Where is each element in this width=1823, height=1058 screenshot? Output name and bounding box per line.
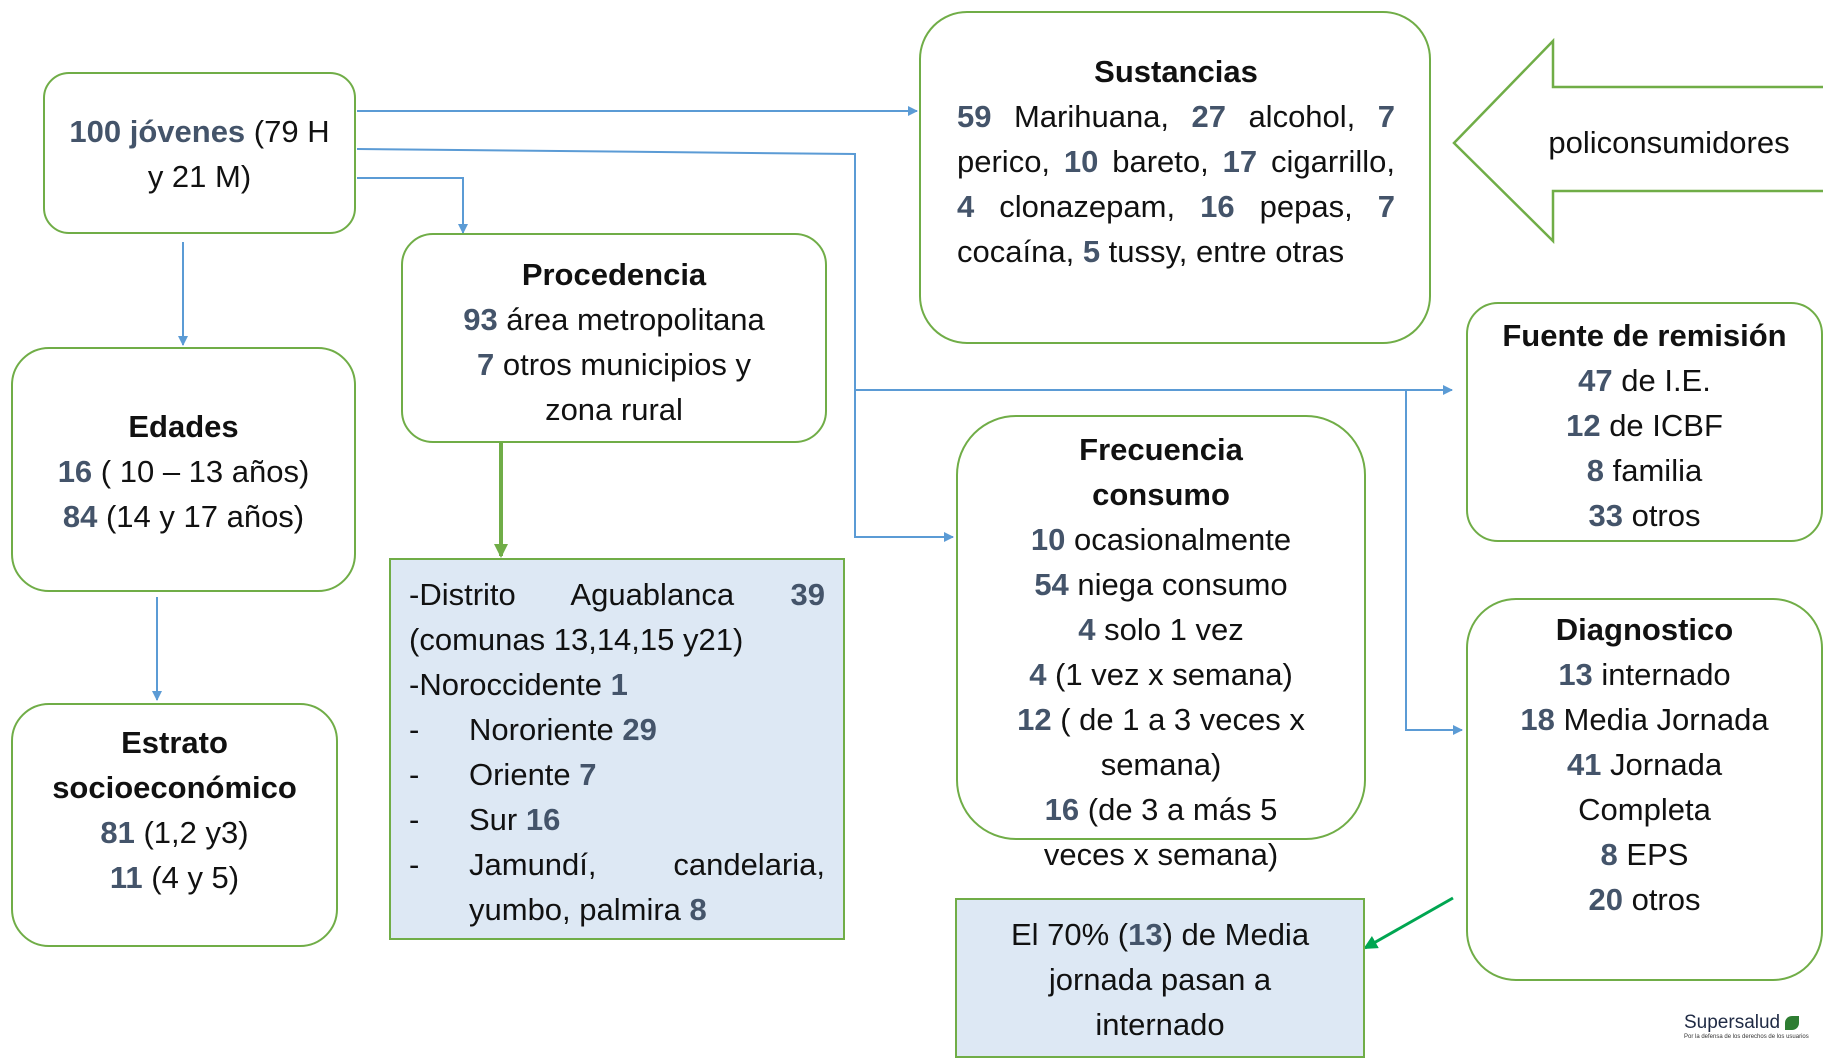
frecuencia-row: 16 (de 3 a más 5 veces x semana) bbox=[1043, 792, 1279, 872]
jovenes-count: 100 jóvenes bbox=[69, 114, 246, 149]
fuente-row: 12 de ICBF bbox=[1566, 408, 1723, 443]
arrow-jovenes-branch bbox=[356, 148, 954, 542]
diagnostico-box: Diagnostico 13 internado 18 Media Jornad… bbox=[1466, 598, 1823, 981]
distrito-aguablanca-comunas: (comunas 13,14,15 y21) bbox=[409, 622, 744, 657]
diagnostico-row: 41 Jornada Completa bbox=[1566, 747, 1723, 827]
arrow-diagnostico-to-nota bbox=[1363, 896, 1454, 950]
jovenes-box: 100 jóvenes (79 H y 21 M) bbox=[43, 72, 356, 234]
policonsumidores-label: policonsumidores bbox=[1548, 125, 1790, 160]
frecuencia-row: 54 niega consumo bbox=[1034, 567, 1288, 602]
edades-row: 84 (14 y 17 años) bbox=[62, 499, 305, 534]
procedencia-row: 7 otros municipios y zona rural bbox=[477, 347, 751, 427]
sustancias-title: Sustancias bbox=[1094, 54, 1258, 89]
frecuencia-row: 4 solo 1 vez bbox=[1078, 612, 1244, 647]
diagnostico-title: Diagnostico bbox=[1555, 612, 1734, 647]
estrato-title-2: socioeconómico bbox=[52, 770, 297, 805]
arrow-to-diagnostico bbox=[1405, 390, 1463, 735]
diagnostico-row: 13 internado bbox=[1558, 657, 1731, 692]
edades-box: Edades 16 ( 10 – 13 años) 84 (14 y 17 añ… bbox=[11, 347, 356, 592]
frecuencia-row: 10 ocasionalmente bbox=[1030, 522, 1292, 557]
policonsumidores-arrow-shape bbox=[1452, 37, 1823, 244]
frecuencia-row: 12 ( de 1 a 3 veces x semana) bbox=[1017, 702, 1305, 782]
procedencia-box: Procedencia 93 área metropolitana 7 otro… bbox=[401, 233, 827, 443]
leaf-icon bbox=[1785, 1015, 1800, 1030]
fuente-box: Fuente de remisión 47 de I.E. 12 de ICBF… bbox=[1466, 302, 1823, 542]
fuente-row: 33 otros bbox=[1588, 498, 1701, 533]
edades-title: Edades bbox=[128, 409, 239, 444]
fuente-row: 47 de I.E. bbox=[1578, 363, 1711, 398]
distrito-noroccidente: -Noroccidente 1 bbox=[409, 667, 628, 702]
fuente-title: Fuente de remisión bbox=[1502, 318, 1787, 353]
diagnostico-row: 8 EPS bbox=[1600, 837, 1689, 872]
distrito-item: -Nororiente 29 bbox=[409, 712, 657, 747]
distrito-item: -Oriente 7 bbox=[409, 757, 597, 792]
distrito-item: -Jamundí, candelaria, yumbo, palmira 8 bbox=[409, 847, 825, 927]
frecuencia-box: Frecuencia consumo 10 ocasionalmente 54 … bbox=[956, 415, 1366, 872]
arrow-jovenes-to-procedencia bbox=[357, 177, 468, 234]
estrato-title: Estrato bbox=[121, 725, 228, 760]
supersalud-logo-text: Supersalud bbox=[1684, 1012, 1781, 1033]
distrito-item: -Sur 16 bbox=[409, 802, 561, 837]
sustancias-box: Sustancias 59 Marihuana, 27 alcohol, 7 p… bbox=[919, 11, 1431, 344]
distritos-box: -Distrito Aguablanca 39 (comunas 13,14,1… bbox=[389, 558, 845, 940]
estrato-box: Estrato socioeconómico 81 (1,2 y3) 11 (4… bbox=[11, 703, 338, 947]
procedencia-title: Procedencia bbox=[521, 257, 707, 292]
estrato-row: 11 (4 y 5) bbox=[109, 860, 240, 895]
fuente-row: 8 familia bbox=[1586, 453, 1703, 488]
procedencia-row: 93 área metropolitana bbox=[463, 302, 765, 337]
supersalud-logo: Supersalud Por la defensa de los derecho… bbox=[1684, 1012, 1809, 1040]
diagnostico-row: 20 otros bbox=[1588, 882, 1701, 917]
nota-box: El 70% (13) de Media jornada pasan a int… bbox=[955, 898, 1365, 1058]
frecuencia-row: 4 (1 vez x semana) bbox=[1029, 657, 1293, 692]
edades-row: 16 ( 10 – 13 años) bbox=[57, 454, 310, 489]
sustancias-list: 59 Marihuana, 27 alcohol, 7 perico, 10 b… bbox=[957, 99, 1395, 269]
distrito-aguablanca: -Distrito Aguablanca 39 bbox=[409, 577, 825, 612]
estrato-row: 81 (1,2 y3) bbox=[100, 815, 249, 850]
jovenes-text: (79 H y 21 M) bbox=[147, 114, 330, 194]
diagnostico-row: 18 Media Jornada bbox=[1520, 702, 1769, 737]
frecuencia-title: Frecuencia consumo bbox=[1079, 432, 1243, 512]
